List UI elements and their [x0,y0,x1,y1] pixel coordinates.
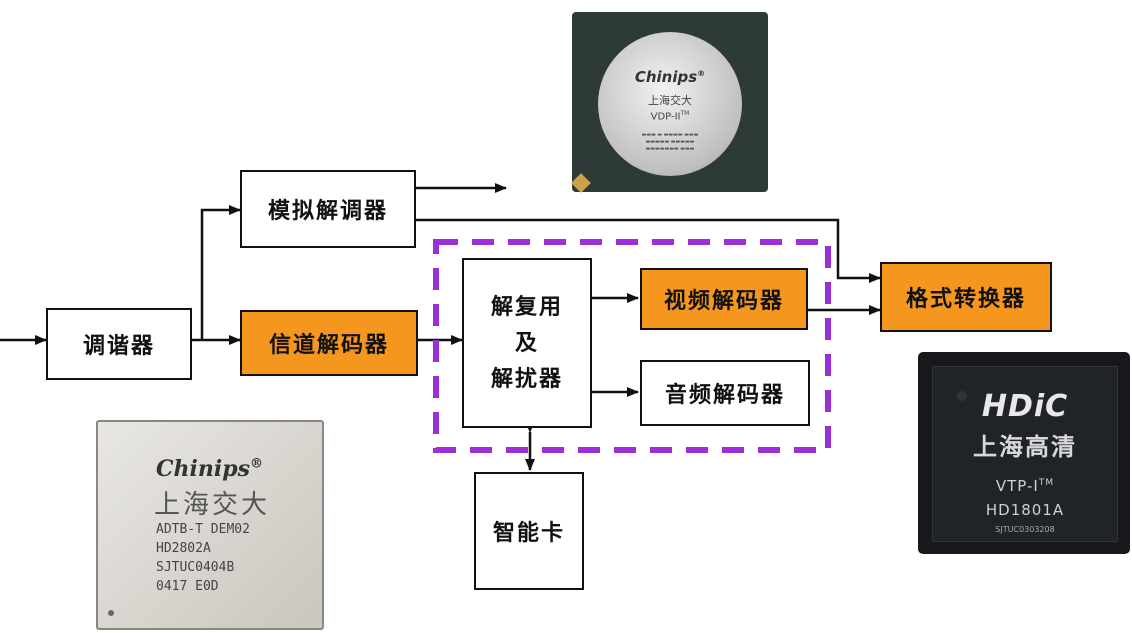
demux-descrambler-box: 解复用 及 解扰器 [462,258,592,428]
chip-right-body: HDiC 上海高清 VTP-ITM HD1801A SJTUC0303208 [932,366,1118,542]
format-converter-box: 格式转换器 [880,262,1052,332]
channel-decoder-box: 信道解码器 [240,310,418,376]
chip-right-code: SJTUC0303208 [995,525,1055,534]
chip-top-corner-mark [571,173,591,193]
demux-line-2: 及 [514,329,539,356]
chip-right-model-mark: TM [1038,478,1055,488]
channel-decoder-label: 信道解码器 [268,332,389,358]
descrambler-boundary [433,239,831,453]
chip-top-brand: Chinips [634,68,698,86]
video-decoder-box: 视频解码器 [640,268,808,330]
demux-line-1: 解复用 [490,293,563,320]
chip-right-logo: HDiC [981,389,1069,424]
arrow-analog-to-format [416,218,881,283]
format-converter-label: 格式转换器 [905,286,1026,312]
chip-right-part: HD1801A [985,501,1065,519]
audio-decoder-label: 音频解码器 [664,382,785,408]
demux-line-3: 解扰器 [490,366,563,393]
smart-card-box: 智能卡 [474,472,584,590]
demodulator-chip-image: Chinips® 上海交大 ADTB-T DEM02 HD2802A SJTUC… [96,420,324,630]
analog-demodulator-box: 模拟解调器 [240,170,416,248]
chip-left-line-4: 0417 E0D [156,579,219,594]
chip-top-model-mark: TM [680,110,690,117]
chip-right-pin1-dot [957,391,967,401]
chip-left-lines: ADTB-T DEM02 HD2802A SJTUC0404B 0417 E0D [156,520,250,596]
analog-demodulator-label: 模拟解调器 [267,198,388,224]
chip-left-line-1: ADTB-T DEM02 [156,522,250,537]
audio-decoder-box: 音频解码器 [640,360,810,426]
chip-top-registered: ® [697,69,706,78]
chip-left-registered: ® [249,456,263,472]
arrow-to-analog-demod [200,205,241,340]
chip-top-model: VDP-II [650,111,681,123]
video-decoder-label: 视频解码器 [663,288,784,314]
chip-left-pin1-dot [108,610,114,616]
chip-left-brand: Chinips [156,456,250,482]
tuner-box: 调谐器 [46,308,192,380]
chip-top-disc: Chinips® 上海交大 VDP-IITM ▬▬▬ ▬ ▬▬▬▬ ▬▬▬▬▬▬… [598,32,742,176]
smart-card-label: 智能卡 [492,520,565,546]
chip-left-line-2: HD2802A [156,541,211,556]
vtp-chip-image: HDiC 上海高清 VTP-ITM HD1801A SJTUC0303208 [918,352,1130,554]
chip-top-fine-print: ▬▬▬ ▬ ▬▬▬▬ ▬▬▬▬▬▬▬▬ ▬▬▬▬▬▬▬▬▬▬▬▬ ▬▬▬ [641,132,699,152]
chip-top-name: 上海交大 [648,94,692,107]
chip-left-line-3: SJTUC0404B [156,560,235,575]
chip-right-model: VTP-I [995,477,1039,495]
vdp-chip-image: Chinips® 上海交大 VDP-IITM ▬▬▬ ▬ ▬▬▬▬ ▬▬▬▬▬▬… [571,12,768,193]
chip-right-name: 上海高清 [973,433,1077,461]
chip-left-name: 上海交大 [154,490,271,520]
tuner-label: 调谐器 [82,333,155,359]
